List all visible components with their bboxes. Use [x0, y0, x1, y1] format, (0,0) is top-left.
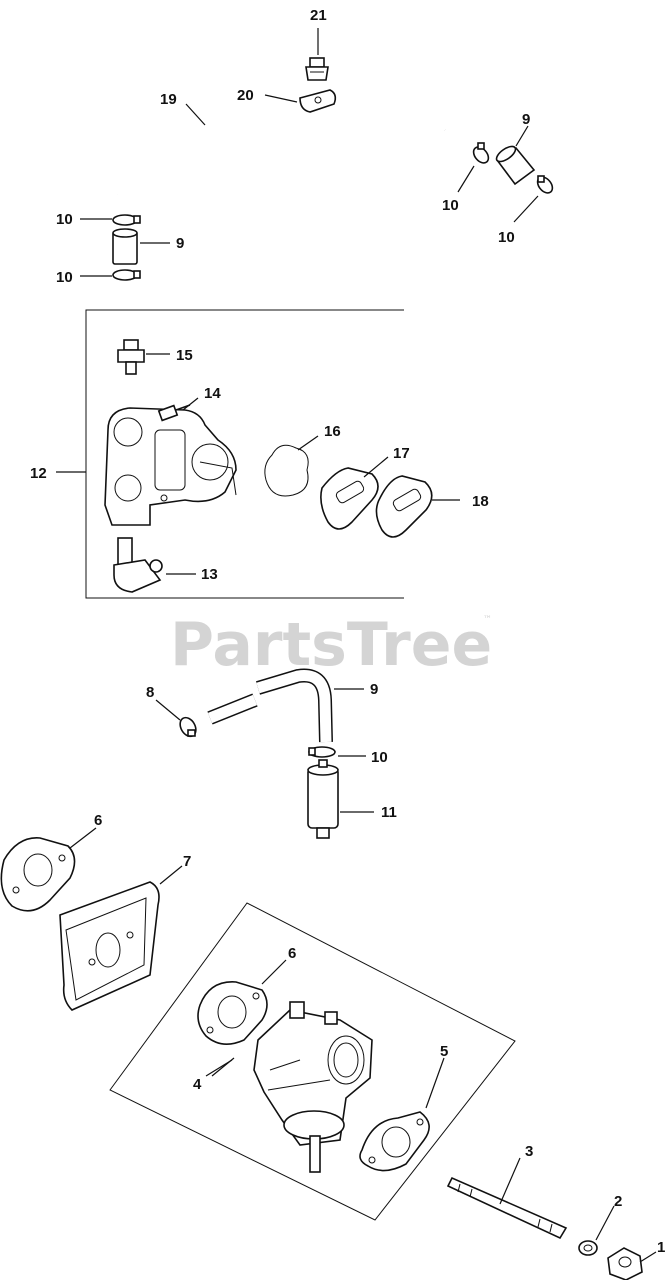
- callout-16: 16: [324, 423, 341, 440]
- callout-17: 17: [393, 445, 410, 462]
- callout-18: 18: [472, 493, 489, 510]
- callout-8: 8: [146, 684, 154, 701]
- clamp-10-e[interactable]: [308, 746, 336, 758]
- callout-7: 7: [183, 853, 191, 870]
- callout-12: 12: [30, 465, 47, 482]
- callout-14: 14: [204, 385, 221, 402]
- carburetor-assembly-box: [109, 902, 516, 1221]
- stud-3[interactable]: [446, 1176, 568, 1240]
- callout-labels: 21 20 19 9 10 9 10 10 10 15 14 12 16 17 …: [30, 7, 665, 1256]
- clamp-10-a[interactable]: [112, 214, 141, 226]
- hose-9-a[interactable]: [112, 228, 138, 265]
- callout-15: 15: [176, 347, 193, 364]
- gasket-17[interactable]: [320, 467, 379, 530]
- callout-11: 11: [381, 804, 397, 821]
- fitting-15[interactable]: [117, 339, 145, 375]
- clip-20[interactable]: [299, 89, 337, 113]
- callout-3: 3: [525, 1143, 533, 1160]
- heat-shield-7[interactable]: [59, 881, 160, 1011]
- callout-10-right-a: 10: [442, 197, 459, 214]
- callout-10-middle: 10: [371, 749, 388, 766]
- clamp-10-c[interactable]: [471, 142, 492, 166]
- callout-9-middle: 9: [370, 681, 378, 698]
- callout-6-top: 6: [94, 812, 102, 829]
- callout-1: 1: [657, 1239, 665, 1256]
- watermark-text: PartsTree: [170, 610, 492, 680]
- callout-9-left: 9: [176, 235, 184, 252]
- gasket-16[interactable]: [264, 444, 309, 497]
- watermark-trademark: ™: [483, 615, 492, 625]
- gasket-5[interactable]: [359, 1111, 430, 1172]
- carburetor-4[interactable]: [253, 1001, 373, 1173]
- clamp-10-d[interactable]: [535, 174, 556, 196]
- fuel-filter-11[interactable]: [307, 759, 339, 839]
- callout-19: 19: [160, 91, 177, 108]
- callout-20: 20: [237, 87, 254, 104]
- clamp-10-b[interactable]: [112, 269, 141, 281]
- gasket-6-a[interactable]: [0, 837, 76, 912]
- callout-5: 5: [440, 1043, 448, 1060]
- washer-2[interactable]: [578, 1240, 598, 1256]
- callout-10-left-bottom: 10: [56, 269, 73, 286]
- nut-1[interactable]: [607, 1247, 643, 1280]
- elbow-fitting-13[interactable]: [113, 537, 163, 593]
- fuel-pump-12[interactable]: [104, 407, 237, 526]
- leader-lines: [56, 28, 657, 1263]
- fitting-21[interactable]: [305, 57, 329, 81]
- fuel-line-19[interactable]: [114, 6, 447, 196]
- callout-10-right-b: 10: [498, 229, 515, 246]
- callout-4: 4: [193, 1076, 202, 1093]
- callout-13: 13: [201, 566, 218, 583]
- callout-2: 2: [614, 1193, 622, 1210]
- hose-9-b[interactable]: [494, 144, 536, 186]
- callout-6-lower: 6: [288, 945, 296, 962]
- hose-9-c[interactable]: [207, 668, 333, 743]
- callout-9-top-right: 9: [522, 111, 530, 128]
- gasket-18[interactable]: [375, 475, 433, 538]
- clamp-8[interactable]: [177, 715, 199, 739]
- pump-assembly-box: [85, 309, 404, 599]
- callout-10-left-top: 10: [56, 211, 73, 228]
- callout-21: 21: [310, 7, 327, 24]
- gasket-6-b[interactable]: [197, 981, 268, 1045]
